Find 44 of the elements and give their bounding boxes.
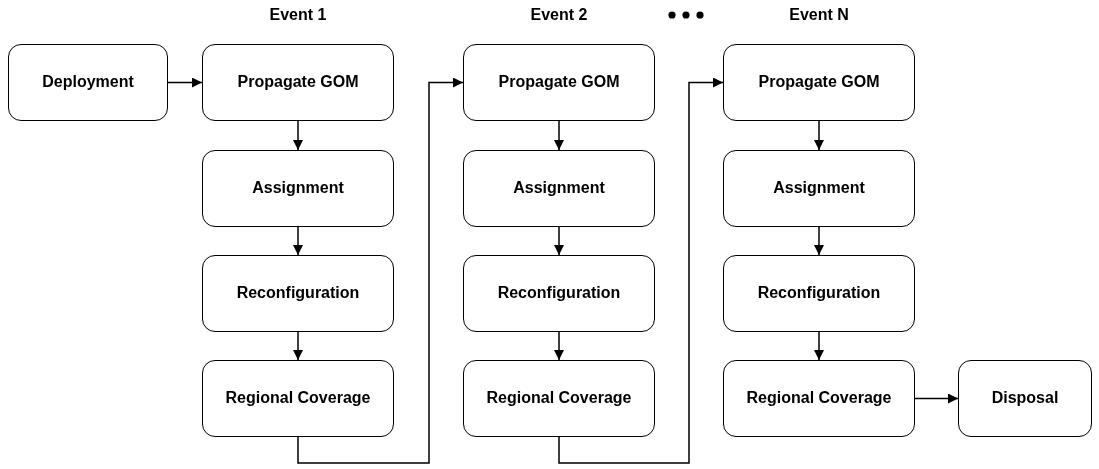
arrow	[814, 120, 824, 151]
arrow	[293, 226, 303, 256]
arrow	[554, 120, 564, 151]
process-box	[463, 150, 655, 227]
arrow	[297, 77, 464, 464]
box-label: Reconfiguration	[497, 283, 621, 304]
box-label: Propagate GOM	[758, 72, 880, 93]
arrow	[554, 331, 564, 361]
box-label: Regional Coverage	[486, 388, 632, 409]
arrow	[814, 331, 824, 361]
box-label: Deployment	[42, 72, 134, 93]
arrow	[814, 226, 824, 256]
process-box	[723, 150, 915, 227]
box-label: Assignment	[252, 178, 344, 199]
process-box	[958, 360, 1092, 437]
process-box	[463, 44, 655, 121]
box-label: Assignment	[513, 178, 605, 199]
box-label: Propagate GOM	[237, 72, 359, 93]
process-box	[463, 360, 655, 437]
arrow	[167, 77, 203, 88]
arrow	[914, 393, 959, 404]
process-box	[202, 255, 394, 332]
box-label: Regional Coverage	[746, 388, 892, 409]
box-label: Regional Coverage	[225, 388, 371, 409]
process-box	[723, 360, 915, 437]
process-box	[723, 255, 915, 332]
process-box	[8, 44, 168, 121]
arrow	[293, 120, 303, 151]
process-box	[463, 255, 655, 332]
column-heading: Event 1	[269, 6, 327, 24]
process-box	[202, 44, 394, 121]
column-heading: Event N	[789, 6, 849, 24]
box-label: Reconfiguration	[236, 283, 360, 304]
column-heading: Event 2	[530, 6, 588, 24]
process-box	[202, 150, 394, 227]
process-box	[202, 360, 394, 437]
box-label: Propagate GOM	[498, 72, 620, 93]
arrow	[558, 77, 724, 464]
box-label: Assignment	[773, 178, 865, 199]
box-label: Disposal	[991, 388, 1059, 409]
box-label: Reconfiguration	[757, 283, 881, 304]
process-box	[723, 44, 915, 121]
arrow	[293, 331, 303, 361]
arrow	[554, 226, 564, 256]
